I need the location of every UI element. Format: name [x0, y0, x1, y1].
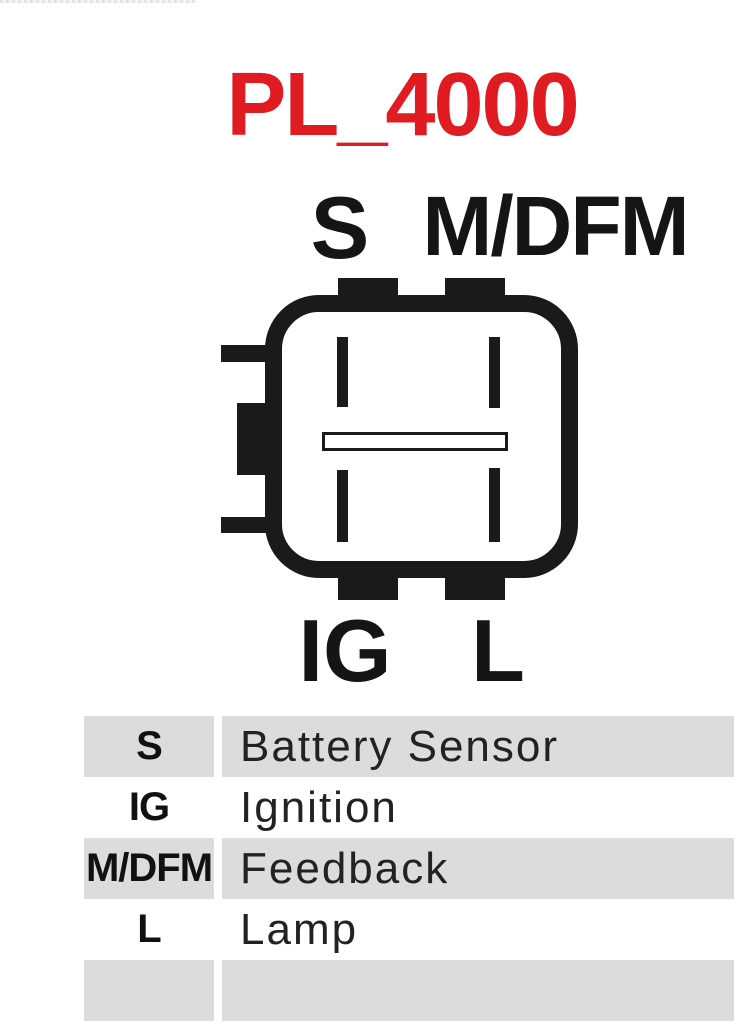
connector-pin-ig: [337, 470, 348, 542]
description-cell: [222, 960, 734, 1021]
connector-key-slot: [322, 432, 508, 451]
pin-label-l: L: [471, 601, 525, 700]
pin-label-s: S: [310, 178, 370, 277]
description-cell: Ignition: [240, 782, 398, 832]
pin-legend-table: S Battery Sensor IG Ignition M/DFM Feedb…: [0, 716, 737, 1021]
description-cell: Lamp: [240, 904, 359, 954]
connector-pin-s: [337, 337, 348, 407]
table-row: M/DFM Feedback: [0, 838, 737, 899]
part-number-title: PL_4000: [226, 55, 579, 155]
pin-label-mdfm: M/DFM: [422, 179, 689, 273]
pin-label-ig: IG: [298, 601, 392, 700]
description-cell: Battery Sensor: [222, 716, 734, 777]
pin-cell: M/DFM: [84, 838, 214, 899]
pin-cell: L: [137, 907, 161, 951]
pin-cell: IG: [128, 785, 170, 829]
pin-cell: [84, 960, 214, 1021]
table-row: S Battery Sensor: [0, 716, 737, 777]
connector-pin-l: [489, 468, 500, 542]
connector-side-tab-upper: [221, 345, 277, 362]
table-row-empty: [0, 960, 737, 1021]
scan-edge-artifact: [0, 0, 195, 3]
connector-side-tab-lower: [221, 517, 277, 533]
connector-pin-mdfm: [489, 337, 500, 408]
pin-cell: S: [84, 716, 214, 777]
connector-housing-outline: [265, 295, 578, 578]
table-row: IG Ignition: [0, 777, 737, 838]
table-row: L Lamp: [0, 899, 737, 960]
description-cell: Feedback: [222, 838, 734, 899]
